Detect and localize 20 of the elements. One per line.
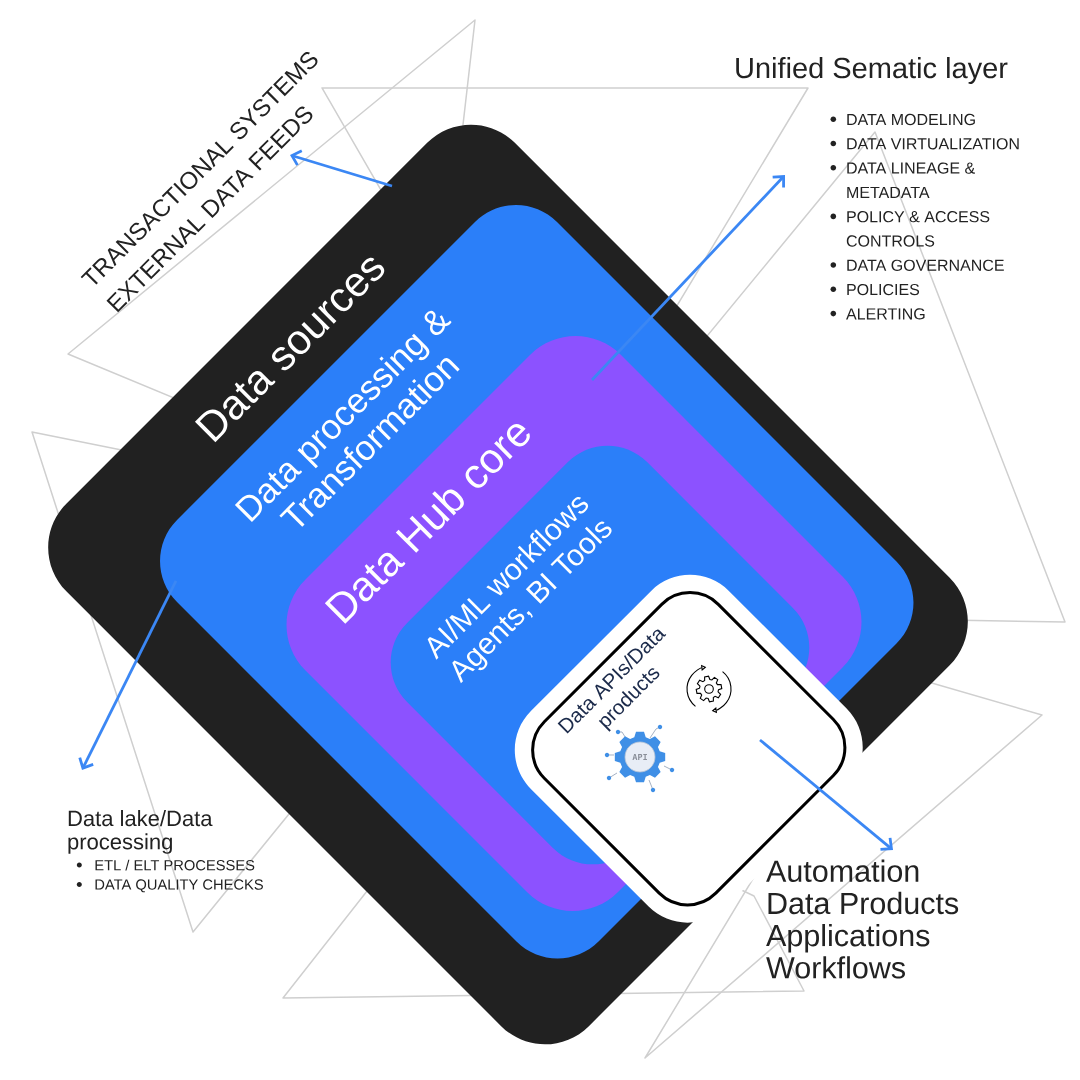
list-item: POLICIES [847, 283, 920, 296]
list-item: DATA MODELING [847, 113, 975, 126]
list-item: DATA VIRTUALIZATION [847, 138, 1019, 150]
annotation-text: Applications [766, 924, 930, 953]
annotation-text: Data Products [768, 891, 959, 915]
heading: Unified Sematic layer [736, 57, 1008, 84]
annotation-text: Automation [766, 859, 919, 882]
icon-label: API [632, 753, 647, 761]
arrow [78, 580, 178, 770]
list-item: ETL / ELT PROCESSES [95, 859, 255, 871]
heading: Data lake/Data processing [68, 810, 213, 854]
list-item: DATA QUALITY CHECKS [95, 879, 263, 893]
list-item: ALERTING [846, 308, 925, 320]
annotation-text: Workflows [766, 956, 905, 979]
arrow [591, 175, 785, 381]
arrow [759, 738, 893, 851]
list-item: DATA GOVERNANCE [847, 259, 1004, 271]
list-item: DATA LINEAGE & METADATA [847, 162, 975, 198]
list-item: POLICY & ACCESS CONTROLS [846, 211, 990, 247]
arrow [290, 149, 393, 188]
